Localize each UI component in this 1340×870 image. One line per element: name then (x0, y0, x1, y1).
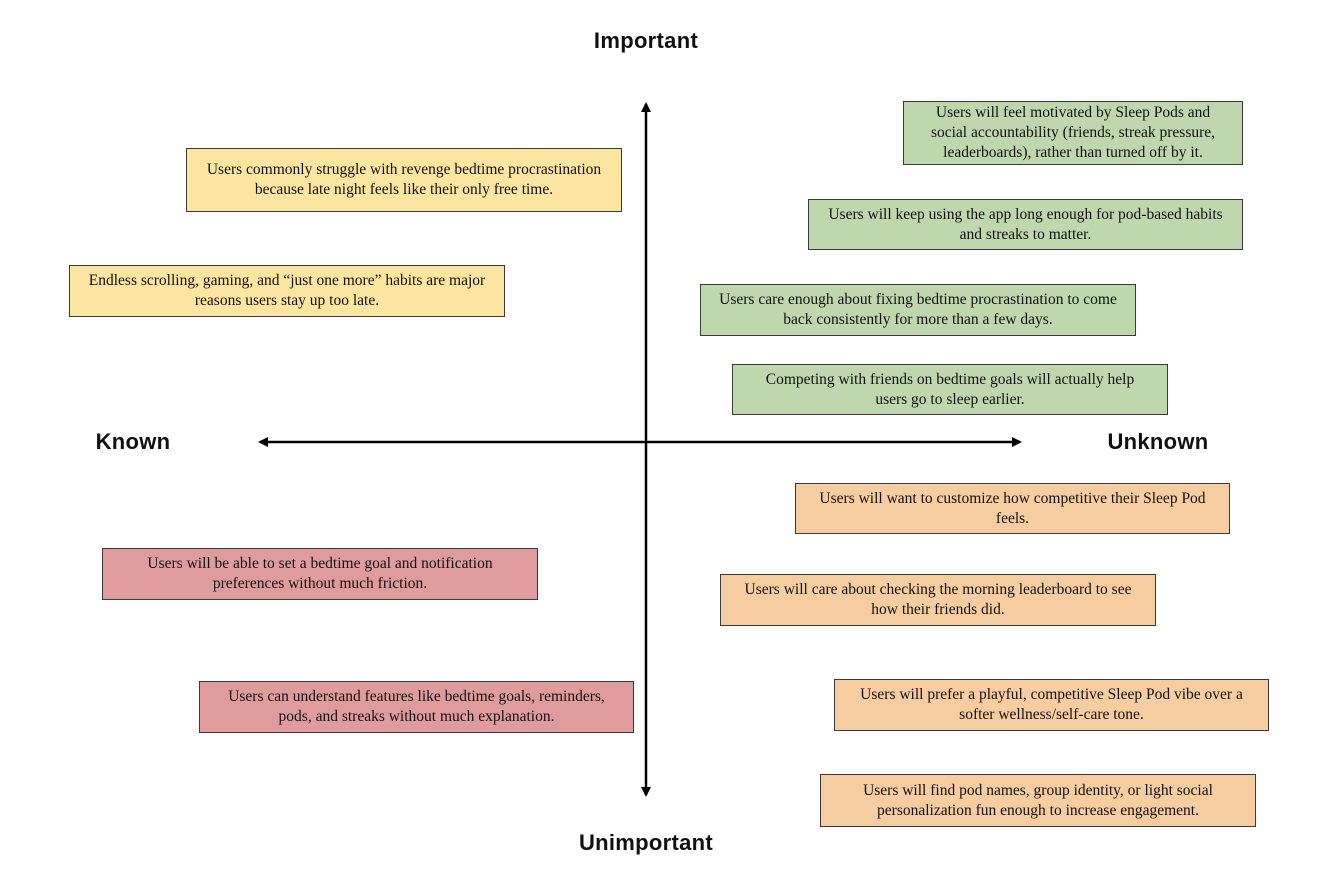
axis-label-known: Known (95, 429, 171, 454)
assumption-card: Users will prefer a playful, competitive… (834, 679, 1269, 731)
assumption-card: Users will find pod names, group identit… (820, 774, 1256, 827)
axis-label-unimportant: Unimportant (578, 830, 714, 855)
assumption-card: Users will keep using the app long enoug… (808, 199, 1243, 250)
assumption-card: Competing with friends on bedtime goals … (732, 364, 1168, 415)
assumption-card: Endless scrolling, gaming, and “just one… (69, 265, 505, 317)
axis-label-important: Important (593, 28, 699, 53)
assumption-card: Users will want to customize how competi… (795, 483, 1230, 534)
assumption-card: Users care enough about fixing bedtime p… (700, 284, 1136, 336)
assumption-card: Users will be able to set a bedtime goal… (102, 548, 538, 600)
assumption-card: Users can understand features like bedti… (199, 681, 634, 733)
axis-label-unknown: Unknown (1107, 429, 1209, 454)
assumption-card: Users will feel motivated by Sleep Pods … (903, 101, 1243, 165)
assumption-card: Users commonly struggle with revenge bed… (186, 148, 622, 212)
assumption-card: Users will care about checking the morni… (720, 574, 1156, 626)
